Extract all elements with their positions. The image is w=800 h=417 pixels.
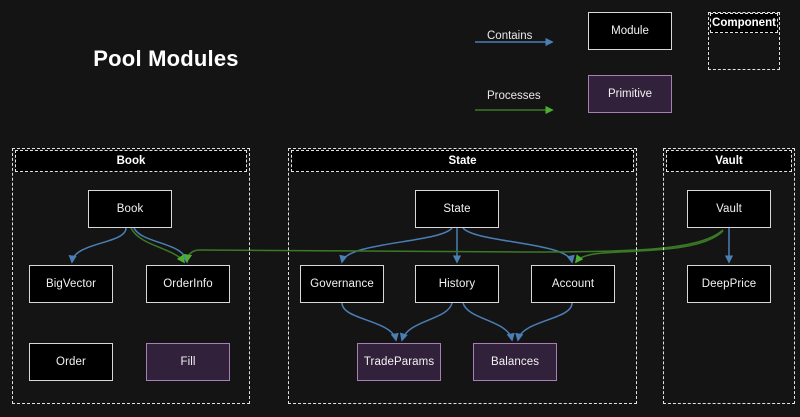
node-tradeparams[interactable]: TradeParams: [357, 343, 441, 381]
cluster-label-state: State: [291, 150, 634, 172]
node-fill[interactable]: Fill: [146, 343, 230, 381]
legend-component-box: [708, 12, 780, 70]
page-title: Pool Modules: [93, 46, 239, 71]
cluster-label-book: Book: [15, 150, 247, 172]
cluster-state: [288, 148, 637, 404]
cluster-book: [12, 148, 250, 404]
node-book[interactable]: Book: [88, 190, 172, 228]
legend-contains-label: Contains: [487, 30, 533, 42]
legend-component-label: Component: [710, 13, 778, 33]
node-deepprice[interactable]: DeepPrice: [687, 265, 771, 303]
node-orderinfo[interactable]: OrderInfo: [146, 265, 230, 303]
cluster-label-vault: Vault: [666, 150, 792, 172]
node-vault[interactable]: Vault: [687, 190, 771, 228]
cluster-vault: [663, 148, 795, 404]
legend-processes-label: Processes: [487, 90, 541, 102]
node-history[interactable]: History: [415, 265, 499, 303]
node-state[interactable]: State: [415, 190, 499, 228]
node-account[interactable]: Account: [531, 265, 615, 303]
legend-module-box: Module: [588, 12, 672, 50]
node-balances[interactable]: Balances: [473, 343, 557, 381]
node-governance[interactable]: Governance: [300, 265, 384, 303]
legend-primitive-box: Primitive: [588, 75, 672, 113]
node-order[interactable]: Order: [29, 343, 113, 381]
node-bigvector[interactable]: BigVector: [29, 265, 113, 303]
